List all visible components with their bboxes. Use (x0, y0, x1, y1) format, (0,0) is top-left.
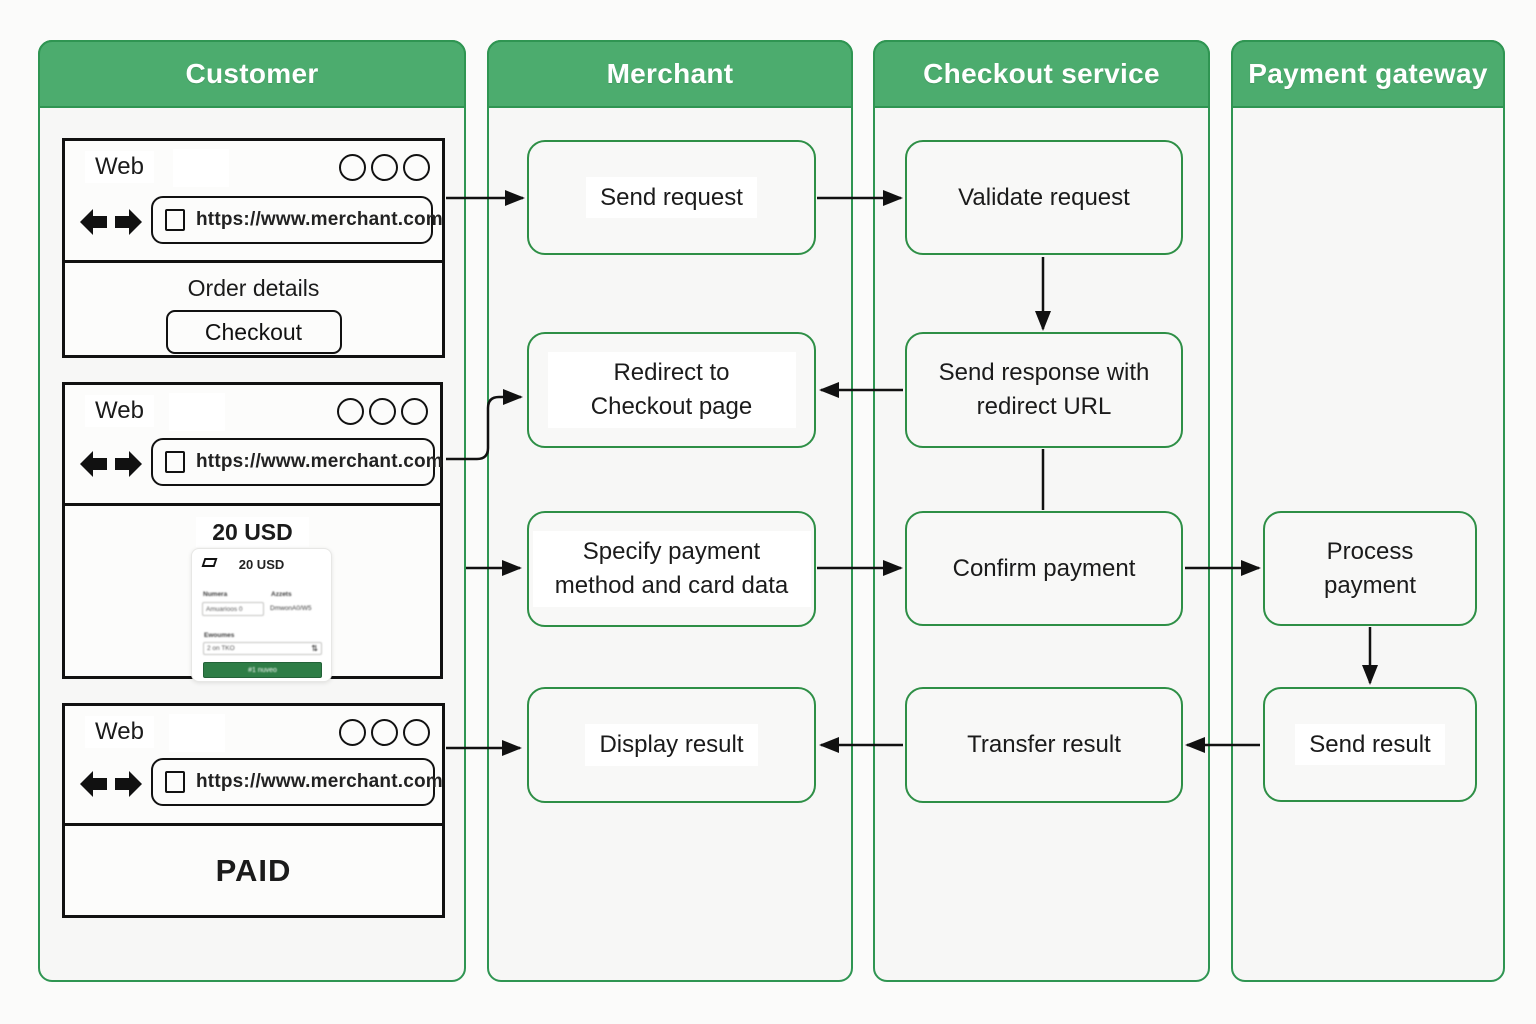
flow-box-validate-request: Validate request (905, 140, 1183, 255)
lane-title: Merchant (606, 58, 734, 89)
window-control-circles (339, 154, 430, 181)
lane-title: Checkout service (923, 58, 1160, 89)
field1-input[interactable]: Amuarioos 0 (202, 602, 264, 616)
flow-box-label: Specify payment method and card data (532, 531, 811, 607)
lane-checkout-service-header: Checkout service (873, 40, 1210, 108)
flow-box-display-result: Display result (527, 687, 816, 803)
lane-title: Payment gateway (1248, 58, 1488, 89)
back-arrow-icon[interactable] (80, 451, 107, 477)
browser-chrome: Web https://www.merchant.com (65, 706, 443, 826)
paid-status: PAID (215, 852, 292, 888)
lane-payment-gateway-header: Payment gateway (1231, 40, 1505, 108)
flow-box-label: Send response with redirect URL (938, 359, 1150, 420)
browser-window-title: Web (85, 716, 154, 748)
browser-viewport: 20 USD 20 USD Numera Azzets Amuarioos 0 … (65, 506, 440, 682)
forward-arrow-icon[interactable] (115, 451, 142, 477)
url-text: https://www.merchant.com (196, 209, 443, 230)
blank-tab-patch (169, 714, 225, 752)
flow-box-process-payment: Process payment (1263, 511, 1477, 626)
flow-box-specify-payment: Specify payment method and card data (527, 511, 816, 627)
browser-chrome: Web https://www.merchant.com (65, 141, 443, 263)
window-circle-icon (369, 398, 396, 425)
back-arrow-icon[interactable] (80, 209, 107, 235)
blank-tab-patch (169, 393, 225, 431)
flow-box-label: Display result (585, 724, 758, 766)
back-forward-icons[interactable] (79, 769, 143, 799)
flow-box-send-response: Send response with redirect URL (905, 332, 1183, 448)
browser-window-title: Web (85, 395, 154, 427)
url-text: https://www.merchant.com (196, 451, 443, 472)
browser-window-title: Web (85, 151, 154, 183)
pay-button[interactable]: #1 nuveo (203, 662, 322, 678)
flow-box-label: Send request (586, 176, 757, 219)
field3-input[interactable]: 2 on TKO ⇅ (203, 642, 322, 655)
flow-box-send-request: Send request (527, 140, 816, 255)
field3-label: Ewoumes (204, 632, 235, 639)
flow-box-send-result: Send result (1263, 687, 1477, 802)
window-circle-icon (371, 154, 398, 181)
url-text: https://www.merchant.com (196, 771, 443, 792)
url-bar[interactable]: https://www.merchant.com (151, 438, 443, 486)
window-control-circles (339, 719, 430, 746)
arrow-browser2-to-redirect (446, 389, 523, 461)
order-details-heading: Order details (187, 275, 320, 301)
payment-form-card: 20 USD Numera Azzets Amuarioos 0 DmwonA0… (191, 548, 332, 682)
flow-box-redirect-to-checkout: Redirect to Checkout page (527, 332, 816, 448)
flow-box-label: Process payment (1323, 537, 1417, 599)
amount-heading: 20 USD (65, 517, 440, 547)
site-info-icon (165, 451, 185, 473)
window-circle-icon (339, 154, 366, 181)
flow-box-label: Redirect to Checkout page (547, 352, 796, 428)
browser-viewport: PAID (65, 826, 442, 915)
lane-customer-header: Customer (38, 40, 466, 108)
flow-box-label: Transfer result (967, 731, 1121, 759)
window-circle-icon (371, 719, 398, 746)
pay-button-label: #1 nuveo (248, 666, 277, 674)
browser-window-paid: Web https://www.merchant.com PAID (62, 703, 445, 918)
back-arrow-icon[interactable] (80, 771, 107, 797)
window-control-circles (337, 398, 428, 425)
lane-merchant-header: Merchant (487, 40, 853, 108)
window-circle-icon (339, 719, 366, 746)
stepper-icon[interactable]: ⇅ (311, 644, 318, 653)
flow-box-label: Send result (1295, 723, 1445, 766)
card-amount: 20 USD (238, 557, 285, 572)
browser-window-payment: Web https://www.merchant.com 20 USD (62, 382, 443, 682)
browser-chrome: Web https://www.merchant.com (65, 385, 443, 506)
field2-value: DmwonA0/W5 (270, 605, 312, 612)
lane-title: Customer (185, 58, 319, 89)
browser-viewport: Order details Checkout (65, 263, 442, 355)
window-circle-icon (403, 719, 430, 746)
checkout-button[interactable]: Checkout (165, 310, 342, 354)
window-circle-icon (403, 154, 430, 181)
flow-box-label: Validate request (958, 183, 1130, 211)
url-bar[interactable]: https://www.merchant.com (151, 758, 443, 806)
flow-box-transfer-result: Transfer result (905, 687, 1183, 803)
amount-text: 20 USD (196, 517, 309, 547)
back-forward-icons[interactable] (79, 449, 143, 479)
url-bar[interactable]: https://www.merchant.com (151, 196, 443, 244)
flow-box-confirm-payment: Confirm payment (905, 511, 1183, 626)
field3-value: 2 on TKO (207, 645, 235, 652)
back-forward-icons[interactable] (79, 207, 143, 237)
flow-box-label: Confirm payment (952, 554, 1136, 582)
forward-arrow-icon[interactable] (115, 209, 142, 235)
field1-label: Numera (203, 591, 228, 598)
window-circle-icon (337, 398, 364, 425)
window-circle-icon (401, 398, 428, 425)
site-info-icon (165, 209, 185, 231)
browser-window-order: Web https://www.merchant.com Order detai… (62, 138, 445, 358)
blank-tab-patch (173, 149, 229, 187)
forward-arrow-icon[interactable] (115, 771, 142, 797)
field2-label: Azzets (271, 591, 292, 598)
site-info-icon (165, 771, 185, 793)
